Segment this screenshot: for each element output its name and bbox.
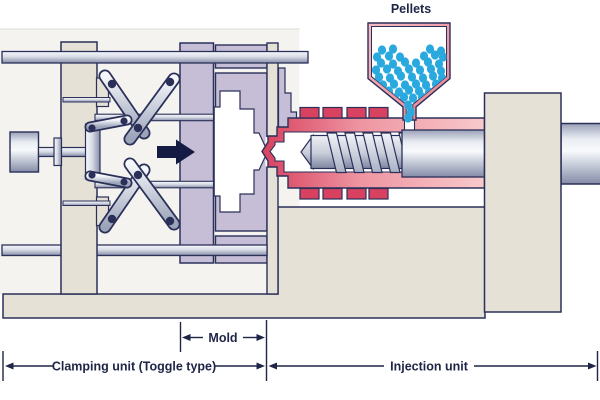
pellet xyxy=(407,72,417,82)
heater-band xyxy=(322,187,343,200)
clamp-cylinder xyxy=(9,131,40,173)
pellet xyxy=(436,66,446,76)
pellet xyxy=(423,57,433,67)
heater-band xyxy=(322,106,343,119)
pellet xyxy=(411,79,421,89)
pellets-label: Pellets xyxy=(391,2,431,16)
injection-unit xyxy=(261,22,600,313)
feed-throat xyxy=(404,115,415,134)
mold-arrow-left-icon xyxy=(182,334,191,341)
pellet xyxy=(411,58,421,68)
pellet xyxy=(404,64,414,74)
pellet xyxy=(428,71,438,81)
pellet xyxy=(421,80,431,90)
pellet xyxy=(403,100,413,110)
injection-arrow-left-icon xyxy=(268,362,277,370)
pellet xyxy=(415,65,425,75)
mold-label: Mold xyxy=(208,331,237,345)
screw-flight xyxy=(326,132,347,174)
bracket-rod-bottom xyxy=(62,200,111,206)
drive-cylinder xyxy=(560,122,600,185)
pellet xyxy=(403,113,413,123)
rod-flange xyxy=(53,137,63,167)
rear-platen xyxy=(60,41,98,295)
pellet xyxy=(384,51,394,61)
pellet xyxy=(399,92,409,102)
toggle-mechanism xyxy=(37,69,215,234)
tie-bar-upper xyxy=(1,50,309,64)
pellet xyxy=(382,64,392,74)
heater-band xyxy=(368,187,389,200)
heater-band xyxy=(299,106,320,119)
toggle-pins xyxy=(88,77,175,226)
screw-flight xyxy=(380,132,401,174)
pellet xyxy=(396,71,406,81)
crosshead xyxy=(84,123,101,180)
heater-bands xyxy=(299,106,389,200)
heater-band xyxy=(299,187,320,200)
hopper xyxy=(367,22,451,123)
screw-shank xyxy=(401,129,486,178)
pellet xyxy=(377,45,387,55)
pellet xyxy=(426,64,436,74)
pellet xyxy=(400,57,410,67)
screw-flight xyxy=(344,132,365,174)
mold-cavity xyxy=(213,90,267,213)
pellet xyxy=(389,79,399,89)
pellet xyxy=(371,65,381,75)
pellet xyxy=(388,59,398,69)
screw-flight xyxy=(362,132,383,174)
annotations: Pellets Mold Clamping unit (Toggle type)… xyxy=(2,2,599,381)
mold-arrow-right-icon xyxy=(256,334,265,341)
clamp-direction-arrow-icon xyxy=(157,139,195,165)
clamping-unit-label: Clamping unit (Toggle type) xyxy=(52,360,216,374)
pellet-group xyxy=(371,44,447,123)
injection-housing xyxy=(483,92,562,313)
pellet xyxy=(388,44,398,54)
pellet xyxy=(408,93,418,103)
clamp-arrow-left-icon xyxy=(5,362,14,370)
heater-band xyxy=(368,106,389,119)
tie-bar-lower xyxy=(1,244,268,257)
pellet xyxy=(374,72,384,82)
pellet xyxy=(430,50,440,60)
mold-assembly xyxy=(213,44,268,264)
pellet xyxy=(425,44,435,54)
reciprocating-screw xyxy=(300,129,486,178)
pellet xyxy=(404,85,414,95)
heater-band xyxy=(346,187,367,200)
pellet xyxy=(438,52,447,62)
pellet xyxy=(376,58,386,68)
injection-arrow-right-icon xyxy=(588,362,597,370)
bracket-rod-top xyxy=(62,97,111,103)
clamp-arrow-right-icon xyxy=(256,362,265,370)
pellet xyxy=(418,73,428,83)
pellet xyxy=(434,59,444,69)
heater-band xyxy=(346,106,367,119)
injection-unit-label: Injection unit xyxy=(390,360,469,374)
